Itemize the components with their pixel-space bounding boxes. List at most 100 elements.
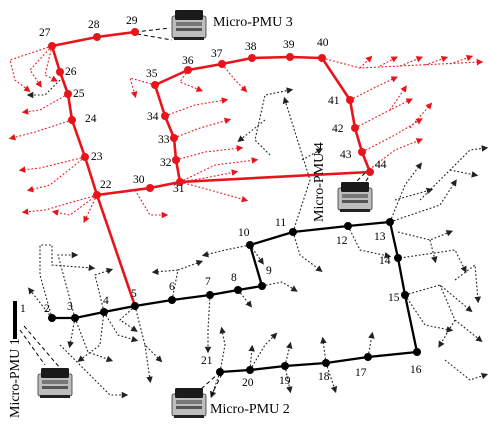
feeder-line-segment xyxy=(50,35,99,48)
feeder-line-segment xyxy=(248,364,287,372)
bus-label-38: 38 xyxy=(245,41,257,53)
bus-label-33: 33 xyxy=(158,134,170,146)
feeder-line-segment xyxy=(291,224,350,234)
feeder-line-segment xyxy=(283,361,328,368)
feeder-line-segment xyxy=(403,293,419,354)
bus-label-34: 34 xyxy=(147,111,159,123)
feeder-line-segment xyxy=(218,368,252,374)
feeder-line-segment xyxy=(388,220,400,260)
micro-pmu-device-icon xyxy=(171,10,207,40)
dotted-red-laterals xyxy=(8,45,484,223)
micro-pmu-device-icon xyxy=(37,368,73,398)
bus-label-29: 29 xyxy=(126,15,138,27)
bus-node-26 xyxy=(56,68,64,76)
bus-node-29 xyxy=(131,28,139,36)
bus-node-31 xyxy=(176,178,184,186)
bus-label-26: 26 xyxy=(65,66,77,78)
bus-label-9: 9 xyxy=(266,265,272,277)
bus-node-12 xyxy=(344,222,352,230)
bus-node-35 xyxy=(151,81,159,89)
bus-label-44: 44 xyxy=(375,159,387,171)
feeder-line-segment xyxy=(220,56,254,66)
dotted-black-laterals xyxy=(26,79,489,399)
bus-label-1: 1 xyxy=(20,303,26,315)
feeder-line-segment xyxy=(248,243,264,288)
feeder-line-segment xyxy=(70,118,87,159)
bus-node-11 xyxy=(289,228,297,236)
bus-label-24: 24 xyxy=(85,113,97,125)
feeder-line-segment xyxy=(366,350,419,359)
bus-label-31: 31 xyxy=(173,183,185,195)
bus-node-42 xyxy=(351,124,359,132)
bus-label-21: 21 xyxy=(201,355,213,367)
bus-node-19 xyxy=(281,362,289,370)
feeder-line-segment xyxy=(320,56,352,102)
bus-label-10: 10 xyxy=(238,227,250,239)
bus-node-15 xyxy=(401,291,409,299)
bus-node-32 xyxy=(172,156,180,164)
feeder-line-segment xyxy=(133,298,174,308)
bus-label-30: 30 xyxy=(133,174,145,186)
feeder-line-segment xyxy=(396,256,407,297)
feeder-line-segment xyxy=(153,68,190,87)
feeder-line-segment xyxy=(95,193,137,308)
bus-label-4: 4 xyxy=(103,295,109,307)
bus-label-20: 20 xyxy=(242,377,254,389)
feeder-line-segment xyxy=(50,44,62,74)
feeder-line-segment xyxy=(324,355,370,365)
micro-pmu-4-label: Micro-PMU 4 xyxy=(312,142,327,222)
bus-label-35: 35 xyxy=(146,68,158,80)
feeder-line-segment xyxy=(73,310,106,320)
feeder-line-segment xyxy=(288,55,324,60)
micro-pmu-2-label: Micro-PMU 2 xyxy=(210,402,290,417)
bus-label-16: 16 xyxy=(410,364,422,376)
red-feeder-lines xyxy=(50,30,372,308)
bus-label-3: 3 xyxy=(67,301,73,313)
bus-label-13: 13 xyxy=(374,231,386,243)
feeder-line-segment xyxy=(186,62,224,72)
bus-label-32: 32 xyxy=(160,157,172,169)
bus-label-8: 8 xyxy=(231,272,237,284)
bus-node-21 xyxy=(216,368,224,376)
feeder-line-segment xyxy=(95,186,152,197)
micro-pmu-device-icon xyxy=(171,388,207,418)
feeder-line-segment xyxy=(66,92,74,122)
micro-pmu-3-label: Micro-PMU 3 xyxy=(213,15,293,30)
bus-node-22 xyxy=(93,191,101,199)
bus-nodes xyxy=(48,28,421,376)
bus-node-18 xyxy=(322,359,330,367)
bus-node-41 xyxy=(346,96,354,104)
bus-node-34 xyxy=(161,112,169,120)
bus-node-9 xyxy=(258,282,266,290)
bus-node-28 xyxy=(93,33,101,41)
feeder-line-segment xyxy=(250,55,292,60)
bus-node-25 xyxy=(64,90,72,98)
bus-label-15: 15 xyxy=(388,292,400,304)
bus-label-17: 17 xyxy=(355,367,367,379)
bus-node-8 xyxy=(234,286,242,294)
bus-node-17 xyxy=(364,353,372,361)
bus-node-16 xyxy=(413,348,421,356)
bus-node-38 xyxy=(248,54,256,62)
bus-node-5 xyxy=(131,302,139,310)
bus-node-23 xyxy=(81,153,89,161)
bus-label-37: 37 xyxy=(211,48,223,60)
bus-node-27 xyxy=(48,42,56,50)
bus-label-5: 5 xyxy=(131,288,137,300)
bus-node-10 xyxy=(246,241,254,249)
feeder-line-segment xyxy=(236,284,264,292)
bus-node-4 xyxy=(100,308,108,316)
bus-node-30 xyxy=(146,184,154,192)
feeder-line-segment xyxy=(353,126,364,154)
bus-node-40 xyxy=(318,54,326,62)
bus-node-14 xyxy=(394,254,402,262)
bus-label-43: 43 xyxy=(340,149,352,161)
bus-label-14: 14 xyxy=(379,255,391,267)
bus-label-18: 18 xyxy=(318,371,330,383)
feeder-line-segment xyxy=(148,180,182,190)
bus-node-39 xyxy=(286,53,294,61)
bus-label-2: 2 xyxy=(44,303,50,315)
bus-label-6: 6 xyxy=(169,281,175,293)
bus-label-22: 22 xyxy=(100,179,112,191)
